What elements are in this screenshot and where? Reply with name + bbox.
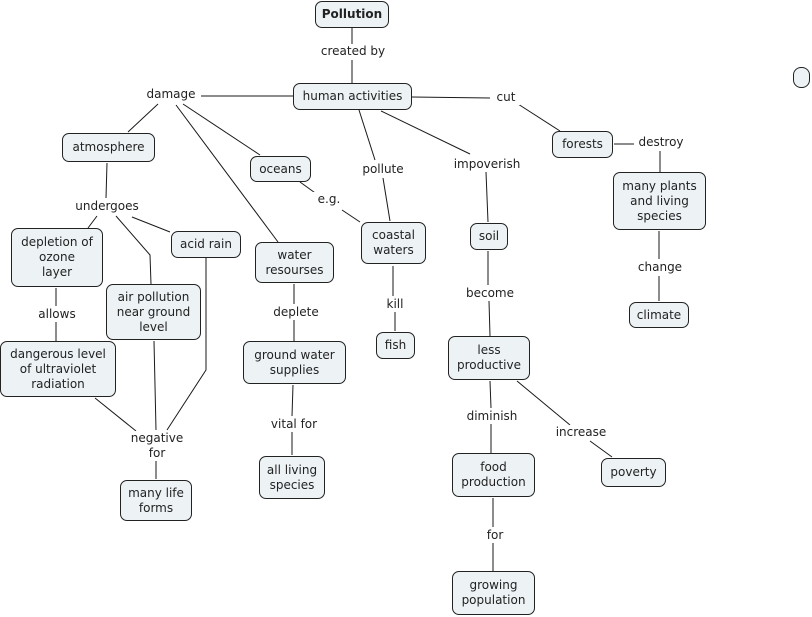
link-label-impoverish[interactable]: impoverish: [449, 157, 525, 172]
concept-food-production[interactable]: food production: [452, 453, 535, 497]
concept-poverty[interactable]: poverty: [601, 458, 666, 487]
link-acidrain-negative: [166, 258, 207, 431]
concept-forests[interactable]: forests: [552, 131, 613, 158]
link-label-allows[interactable]: allows: [34, 307, 80, 322]
link-human-pollute: [358, 109, 376, 161]
link-lessproductive-diminish: [489, 380, 492, 409]
concept-dangerous-uv[interactable]: dangerous level of ultraviolet radiation: [0, 341, 116, 397]
link-airpollution-negative: [153, 340, 157, 431]
link-label-diminish[interactable]: diminish: [463, 409, 521, 424]
concept-less-productive[interactable]: less productive: [448, 336, 530, 380]
concept-atmosphere[interactable]: atmosphere: [62, 133, 155, 162]
concept-climate[interactable]: climate: [629, 302, 689, 328]
link-label-vital-for[interactable]: vital for: [266, 417, 322, 432]
link-undergoes-acidrain: [131, 216, 171, 233]
link-lessproductive-increase: [516, 380, 571, 426]
concept-all-living-species[interactable]: all living species: [259, 456, 325, 499]
link-label-deplete[interactable]: deplete: [268, 305, 324, 320]
concept-pollution[interactable]: Pollution: [315, 1, 389, 28]
link-atmosphere-undergoes: [105, 162, 108, 199]
concept-coastal-waters[interactable]: coastal waters: [361, 222, 426, 264]
link-label-destroy[interactable]: destroy: [634, 135, 688, 150]
link-damage-oceans: [182, 103, 261, 156]
link-label-become[interactable]: become: [462, 286, 518, 301]
concept-human-activities[interactable]: human activities: [293, 83, 412, 110]
concept-water-resourses[interactable]: water resourses: [255, 242, 334, 283]
concept-many-plants[interactable]: many plants and living species: [613, 172, 706, 230]
concept-fish[interactable]: fish: [376, 332, 415, 359]
link-label-change[interactable]: change: [633, 260, 687, 275]
concept-ground-water[interactable]: ground water supplies: [243, 341, 346, 384]
link-damage-atmosphere: [127, 103, 159, 133]
link-label-pollute[interactable]: pollute: [358, 162, 408, 177]
concept-soil[interactable]: soil: [470, 223, 508, 250]
concept-acid-rain[interactable]: acid rain: [171, 231, 241, 258]
link-label-kill[interactable]: kill: [384, 297, 406, 312]
concept-growing-population[interactable]: growing population: [452, 571, 535, 615]
link-label-created-by[interactable]: created by: [316, 44, 390, 59]
link-label-for[interactable]: for: [482, 528, 508, 543]
concept-empty-node[interactable]: [793, 67, 810, 88]
link-label-cut[interactable]: cut: [492, 90, 520, 105]
link-eg-coastal: [341, 209, 361, 223]
concept-air-pollution[interactable]: air pollution near ground level: [106, 284, 201, 340]
link-human-cut: [411, 96, 491, 99]
link-damage-water: [175, 104, 279, 243]
link-impoverish-soil: [485, 171, 489, 223]
link-label-negative-for[interactable]: negative for: [126, 431, 188, 461]
link-uv-negative: [94, 397, 137, 432]
link-undergoes-airpollution: [115, 215, 152, 285]
link-undergoes-depletion: [87, 215, 98, 229]
link-pollute-coastal: [382, 177, 391, 222]
link-become-lessproductive: [488, 300, 491, 337]
concept-oceans[interactable]: oceans: [250, 156, 311, 182]
link-groundwater-vital: [291, 384, 294, 417]
link-label-eg[interactable]: e.g.: [313, 192, 345, 207]
concept-depletion-ozone[interactable]: depletion of ozone layer: [11, 228, 103, 287]
link-human-impoverish: [380, 110, 471, 155]
link-cut-forests: [517, 103, 561, 132]
link-label-damage[interactable]: damage: [141, 87, 201, 102]
link-increase-poverty: [589, 440, 613, 458]
concept-many-life-forms[interactable]: many life forms: [120, 480, 192, 521]
link-label-increase[interactable]: increase: [551, 425, 611, 440]
link-label-undergoes[interactable]: undergoes: [69, 199, 145, 214]
